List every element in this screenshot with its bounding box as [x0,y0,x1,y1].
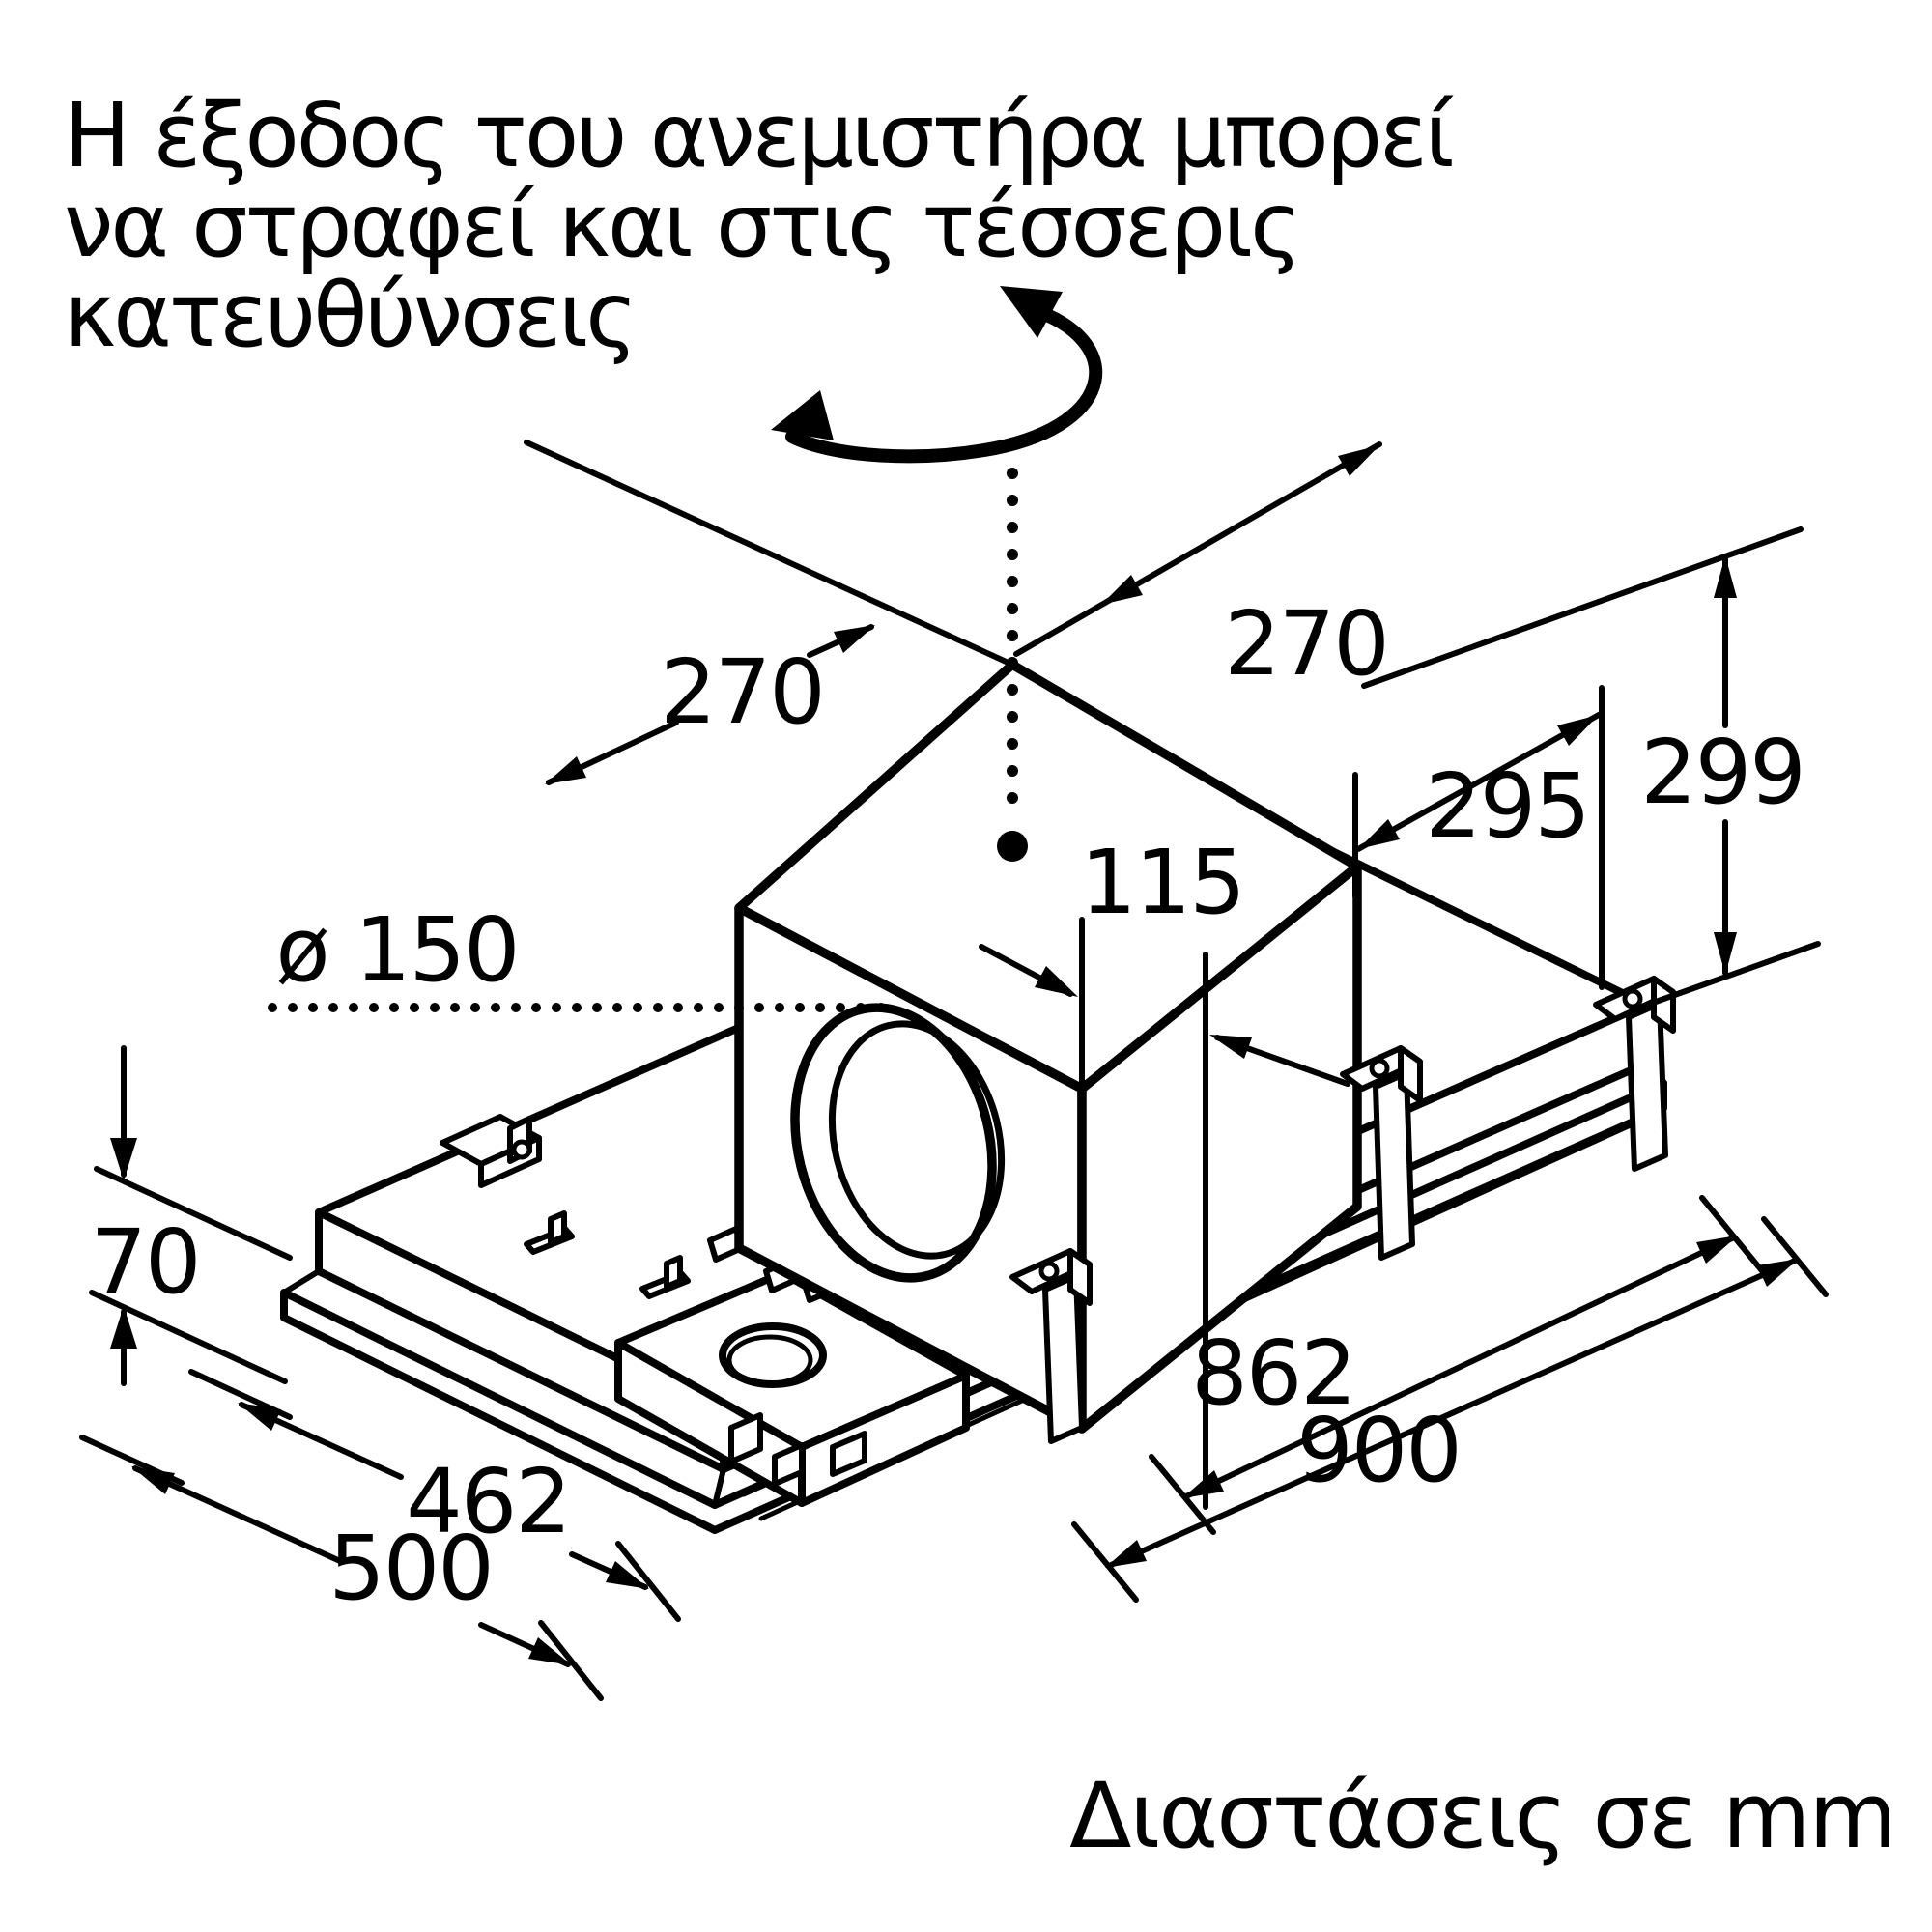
arrowhead-left [1182,1470,1224,1498]
arrowhead-upper-right [1557,715,1599,746]
dim-line [1106,1258,1798,1569]
arrowhead-right [1035,966,1078,997]
dim-270-right: 270 [1013,441,1390,696]
control-slot-3 [830,1431,867,1477]
bracket-screw [1622,988,1643,1009]
bracket-post [1626,1001,1668,1172]
dim-label-270-left: 270 [660,640,824,744]
dim-label-462: 462 [406,1450,570,1553]
bracket-post [1373,1070,1415,1261]
title-block: Η έξοδος του ανεμιστήρα μπορεί να στραφε… [64,84,1457,367]
dim-70: 70 [89,1045,293,1386]
extension-line [524,440,1015,668]
bracket-screw [1369,1058,1390,1079]
dim-862: 862 [1149,1195,1767,1535]
title-line-3: κατευθύνσεις [64,264,635,367]
control-slot-2 [772,1442,805,1487]
dim-label-299: 299 [1640,721,1804,824]
bracket-front-left [1009,1248,1093,1444]
tick-left [1071,1521,1139,1603]
arrowhead-down [110,1138,137,1180]
arrowhead-right [528,1637,572,1665]
arrowhead-left [1209,1035,1252,1059]
blower-knob-inner [726,1334,813,1386]
dim-115: 115 [979,831,1350,1510]
dim-462: 462 [188,1369,681,1622]
axis-dotted-line [1007,468,1018,804]
dim-299: 299 [1361,526,1821,1009]
ref-line-upper [94,1166,293,1261]
arrowhead-down [1714,932,1737,975]
arrowhead-left [131,1466,175,1494]
bracket-screw [1038,1261,1060,1282]
rotation-arrow [771,286,1103,464]
bracket-flange-side [1398,1045,1423,1103]
dim-label-diameter: ø 150 [275,898,518,1002]
arrowhead-left [1105,1540,1147,1568]
tick-right [1761,1216,1829,1297]
arrowhead-outer [1338,445,1379,476]
extension-bottom [1639,941,1821,1009]
control-slot-1 [728,1412,763,1464]
tick-right [615,1541,681,1622]
arrowhead-right [1757,1259,1799,1287]
rotation-arc [785,302,1103,464]
axis-center-dot [997,831,1028,862]
hook-tab-2-upright [664,1255,683,1290]
tick-right [538,1620,604,1701]
dim-500: 500 [79,1435,604,1701]
clip-screw [511,1139,532,1160]
bracket-flange-side [1067,1248,1093,1306]
leader-dotted-line [268,1003,886,1012]
dim-label-862: 862 [1191,1321,1355,1425]
arrowhead-up-right [834,625,875,653]
control-box [614,1269,970,1507]
dim-900: 900 [1071,1216,1829,1603]
bracket-front-middle [1340,1045,1423,1261]
title-line-1: Η έξοδος του ανεμιστήρα μπορεί [64,84,1454,187]
arrowhead-up [110,1306,137,1349]
dim-295: 295 [1352,685,1605,990]
arrowhead-up [1714,555,1737,598]
bracket-post [1042,1273,1085,1444]
dim-label-70: 70 [90,1210,199,1314]
arrowhead-inner [1101,575,1143,605]
dim-line [1183,1235,1737,1499]
dim-label-115: 115 [1080,831,1244,934]
dim-diameter-150: ø 150 [268,898,886,1012]
dim-label-270-right: 270 [1224,592,1388,696]
clip-back-left [440,1114,542,1188]
units-note: Διαστάσεις σε mm [1069,1764,1895,1869]
outlet-axis [997,468,1028,862]
extension-top [1361,526,1804,689]
arrowhead-lower-left [1358,819,1400,849]
arrowhead-down-left [545,756,586,784]
duct-collar-inner [828,1020,1006,1260]
dim-label-900: 900 [1296,1399,1461,1502]
dim-270-left: 270 [524,440,1015,785]
dim-label-295: 295 [1425,754,1589,858]
title-line-2: να στραφεί και στις τέσσερις [64,174,1299,277]
hook-tab-1-upright [548,1210,567,1245]
rotation-arrowhead-left [771,390,834,440]
rim-step-left [281,1268,322,1295]
rotation-arrowhead-top [1000,286,1063,338]
bracket-front-right [1593,976,1676,1172]
arrowhead-right [606,1561,649,1589]
arrowhead-left [238,1403,281,1431]
rim-step-front [712,1466,726,1508]
dim-line [1355,712,1602,852]
tick-left [1149,1454,1216,1535]
dim-line [1013,441,1382,657]
arrowhead-right [1696,1236,1738,1264]
dim-label-500: 500 [328,1517,493,1620]
